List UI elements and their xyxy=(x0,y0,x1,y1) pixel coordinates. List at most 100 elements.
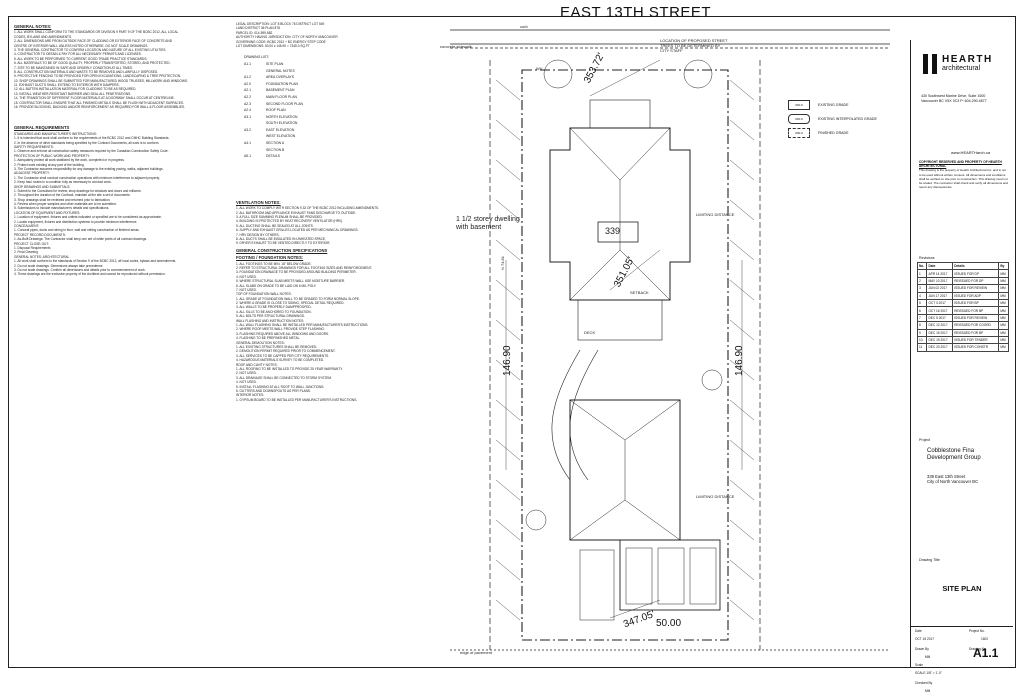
note-line: PROJECT RECORD DOCUMENTS: xyxy=(14,232,66,237)
note-line: 1. Submit to the Consultant for review, … xyxy=(14,188,142,193)
revisions-cell: 2 xyxy=(916,276,928,286)
revisions-cell: MM xyxy=(998,298,1009,308)
revisions-cell: MM xyxy=(998,313,1009,323)
revisions-cell: MM xyxy=(998,321,1009,330)
drawing-code: A2.3 xyxy=(244,101,251,106)
drawing-code: A5.1 xyxy=(244,154,251,159)
street-name: EAST 13TH STREET xyxy=(560,4,712,21)
revisions-cell: DEC 5 2017 xyxy=(926,313,954,323)
lot-boundary xyxy=(521,69,729,641)
ventilation-notes-list: 1. ALL WORK TO COMPLY WITH SECTION 9.32 … xyxy=(236,206,422,246)
drawing-name: SECTION B xyxy=(266,147,285,152)
note-line: GENERAL DEMOLITION NOTES: xyxy=(236,340,285,345)
drawing-code xyxy=(244,68,266,75)
drawing-code: A1.2 xyxy=(244,75,251,80)
scale-label: Scale xyxy=(915,663,923,667)
note-line: 1. ALL WORK SHALL CONFORM TO THE STANDAR… xyxy=(14,30,179,35)
note-line: LOT DIMENSIONS: 50.00 x 146.90 = 7345.0 … xyxy=(236,43,310,48)
revisions-cell: JUN 02 2017 xyxy=(926,284,954,293)
note-line: 9. PROTECTIVE FENCING TO BE PROVIDED FOR… xyxy=(14,74,182,79)
note-line: 15. CONTRACTOR SHALL ENSURE THAT ALL FIN… xyxy=(14,100,184,105)
drawing-name: FOUNDATION PLAN xyxy=(266,81,298,86)
logo-mark-icon xyxy=(923,54,937,74)
note-line: 2. NOT USED. xyxy=(236,371,257,376)
house-roof-lines xyxy=(569,127,671,301)
legal-description: LEGAL DESCRIPTION: LOT 8 BLOCK 76 DISTRI… xyxy=(236,22,422,48)
legend-label: EXISTING GRADE xyxy=(818,103,849,107)
checked-by-label: Checked By xyxy=(915,681,933,685)
drawing-name: SECTION A xyxy=(266,141,285,146)
note-line: 3. THE GENERAL CONTRACTOR TO CONFIRM LOC… xyxy=(14,47,167,52)
revisions-cell: REISSUED FOR BP xyxy=(952,328,1000,337)
drawing-list-item: A2.0 FOUNDATION PLAN xyxy=(244,81,422,88)
note-line: 1. ALL GRADE AT FOUNDATION WALL TO BE GR… xyxy=(236,296,360,301)
note-line: LAND DISTRICT 36 PLAN 878 xyxy=(236,26,280,31)
drawing-name: AREA OVERLAYS xyxy=(266,75,295,80)
drawing-code: A2.4 xyxy=(244,108,251,113)
note-line: GOVERNING CODE: BCBC 2012 + BC ENERGY ST… xyxy=(236,39,326,44)
note-line: 3. FLASHING REQUIRED ABOVE ALL WINDOWS A… xyxy=(236,331,330,336)
drawing-name: MAIN FLOOR PLAN xyxy=(266,94,297,99)
drawing-list-title: DRAWING LIST: xyxy=(244,55,269,60)
note-line: 2. In the absence of other standards bei… xyxy=(14,140,160,145)
revisions-cell: 11 xyxy=(916,343,928,352)
revisions-cell: 6 xyxy=(916,306,928,315)
edge-of-pavement-label: edge of pavement xyxy=(460,650,493,655)
revisions-cell: DEC 20 2017 xyxy=(926,343,954,352)
revisions-cell: MM xyxy=(998,306,1009,315)
revisions-cell: ISSUED FOR BP xyxy=(952,298,1000,308)
note-line: 3. Shop drawings shall be reviewed and r… xyxy=(14,197,111,202)
drawing-code: A4.1 xyxy=(244,141,251,146)
note-line: 4. NOT USED. xyxy=(236,380,257,385)
brand-name: HEARTH xyxy=(942,54,993,65)
note-line: 5. WHERE STRUCTURAL SLAB MEETS WALL USE … xyxy=(236,279,345,284)
note-line: 8. ALL DUCTS SHALL BE INSULATED IN UNHEA… xyxy=(236,236,326,241)
rear-building-roof xyxy=(569,399,681,541)
dimension-diagonal-top xyxy=(589,59,661,97)
revisions-cell: OCT 16 2017 xyxy=(926,306,954,315)
parking-pad xyxy=(579,549,615,621)
street-trees-note: LOCATION OF PROPOSED STREET TREES TO BE … xyxy=(660,38,728,53)
drawing-title-label: Drawing Title xyxy=(919,558,940,562)
note-line: CENTRE OF INTERIOR WALL UNLESS NOTED OTH… xyxy=(14,43,149,48)
drawing-name: SECOND FLOOR PLAN xyxy=(266,101,303,106)
ventilation-notes-heading: VENTILATION NOTES: xyxy=(236,199,281,205)
drawing-list-item: A4.1 SECTION A xyxy=(244,140,422,147)
drawing-list-item: WEST ELEVATION xyxy=(244,133,422,140)
tree-3 xyxy=(701,369,723,391)
drawing-name: SOUTH ELEVATION xyxy=(266,121,298,126)
drawing-code: A3.1 xyxy=(244,114,251,119)
note-line: 4. NOT USED. xyxy=(236,274,257,279)
construction-spec-heading: GENERAL CONSTRUCTION SPECIFICATIONS xyxy=(236,247,328,253)
water-valve-label: WV xyxy=(536,66,543,71)
drawing-code: A2.0 xyxy=(244,81,251,86)
note-line: 3. Do not scale drawings. Confirm all di… xyxy=(14,267,146,272)
checked-by-value: MM xyxy=(925,689,931,693)
note-line: 14. THE TRANSITION OF DIFFERENT FLOOR MA… xyxy=(14,96,175,101)
drawing-number: A1.1 xyxy=(973,646,999,660)
drawing-list-item: A1.2 AREA OVERLAYS xyxy=(244,74,422,81)
bearing-left: N 74.81 xyxy=(500,255,505,270)
project-label: Project xyxy=(919,438,931,442)
revisions-cell: MAY 10 2017 xyxy=(926,276,954,286)
legend-label: FINISHED GRADE xyxy=(818,131,849,135)
note-line: 7. NOT USED. xyxy=(236,287,257,292)
drawing-list-item: SOUTH ELEVATION xyxy=(244,120,422,127)
note-line: 3. ALL WALLS TO BE PROPERLY DAMPPROOFED. xyxy=(236,305,312,310)
revisions-cell: MM xyxy=(998,328,1009,337)
general-requirements-heading: GENERAL REQUIREMENTS xyxy=(14,125,70,131)
curb-label: curb xyxy=(520,24,528,29)
note-line: 2. WHERE A GRADE IS CLOSE TO SIDING, SPE… xyxy=(236,301,345,306)
note-line: 2. Locate equipment, fixtures and distri… xyxy=(14,219,138,224)
dimension-diagonal-mid xyxy=(609,249,661,291)
